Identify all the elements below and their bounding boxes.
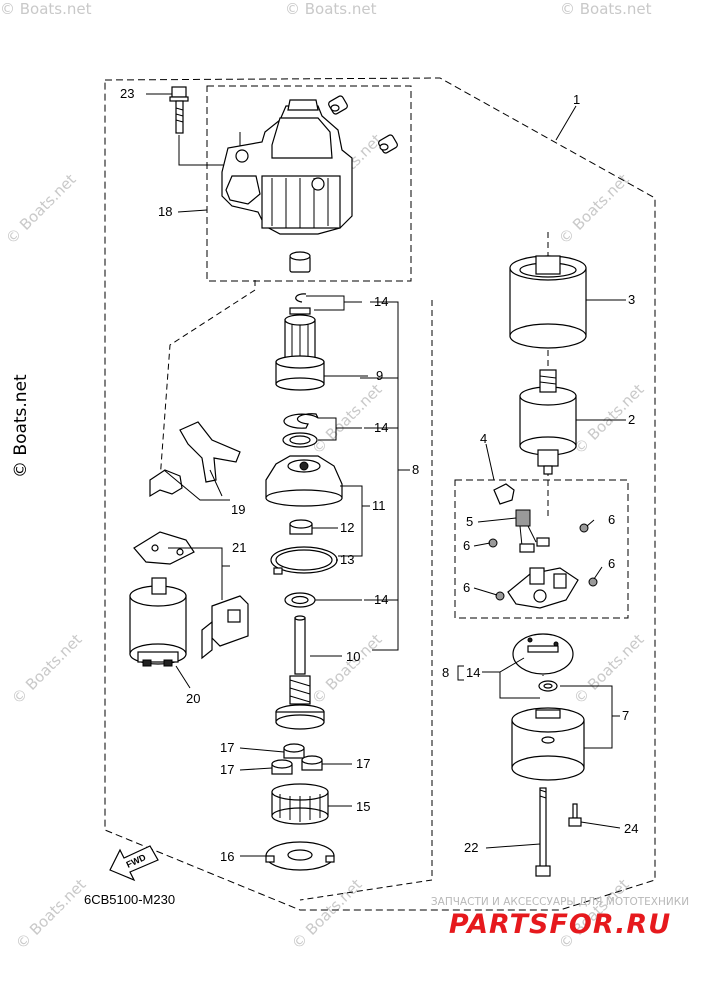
small-bolt-part <box>568 803 582 827</box>
callout-23: 23 <box>120 86 134 101</box>
callout-14: 14 <box>374 294 388 309</box>
brush-holder-subassembly-outline <box>454 479 629 619</box>
planet-gear-parts <box>271 743 323 775</box>
watermark: © Boats.net <box>288 875 366 953</box>
yoke-part <box>509 255 587 349</box>
washer-part <box>284 592 316 608</box>
diagram-code: 6CB5100-M230 <box>84 892 175 907</box>
internal-gear-part <box>271 783 329 825</box>
callout-15: 15 <box>356 799 370 814</box>
callout-20: 20 <box>186 691 200 706</box>
callout-19: 19 <box>231 502 245 517</box>
watermark: © Boats.net <box>0 0 92 18</box>
thrust-washer-part-b <box>538 680 558 692</box>
callout-9: 9 <box>376 368 383 383</box>
callout-14: 14 <box>466 665 480 680</box>
callout-18: 18 <box>158 204 172 219</box>
callout-6: 6 <box>608 512 615 527</box>
callout-24: 24 <box>624 821 638 836</box>
pinion-gear-part <box>275 307 325 391</box>
callout-11: 11 <box>372 498 386 513</box>
screw-parts <box>488 523 598 601</box>
callout-14: 14 <box>374 592 388 607</box>
callout-6: 6 <box>608 556 615 571</box>
assembly-outline <box>104 77 656 911</box>
gasket-part <box>133 531 195 565</box>
callout-6: 6 <box>463 538 470 553</box>
brush-holder-part <box>493 483 579 609</box>
leader-lines <box>146 93 626 857</box>
bearing-part <box>289 519 313 535</box>
watermark: © Boats.net <box>570 630 648 708</box>
watermark: © Boats.net <box>570 380 648 458</box>
callout-17: 17 <box>220 762 234 777</box>
fwd-arrow-icon: FWD <box>109 845 159 882</box>
callout-7: 7 <box>622 708 629 723</box>
callout-17: 17 <box>220 740 234 755</box>
callout-14: 14 <box>374 420 388 435</box>
callout-16: 16 <box>220 849 234 864</box>
brush-plate-part <box>512 633 574 675</box>
end-cover-bracket-part <box>221 99 353 235</box>
thrust-washer-part <box>282 432 318 448</box>
brand-name: PARTSFOR.RU <box>448 909 672 940</box>
shift-lever-part <box>149 421 241 498</box>
watermark: © Boats.net <box>308 630 386 708</box>
watermark: © Boats.net <box>285 0 377 18</box>
shaft-part <box>275 615 325 730</box>
callout-2: 2 <box>628 412 635 427</box>
callout-13: 13 <box>340 552 354 567</box>
snap-ring-part <box>283 413 319 429</box>
callout-8: 8 <box>412 462 419 477</box>
callout-3: 3 <box>628 292 635 307</box>
watermark: © Boats.net <box>560 0 652 18</box>
armature-part <box>519 369 577 475</box>
plate-part <box>265 841 335 871</box>
watermark: © Boats.net <box>8 630 86 708</box>
callout-8: 8 <box>442 665 449 680</box>
callout-22: 22 <box>464 840 478 855</box>
callout-4: 4 <box>480 431 487 446</box>
watermark: © Boats.net <box>555 170 633 248</box>
o-ring-part <box>270 546 338 575</box>
grommet-parts <box>328 95 398 154</box>
brand-tagline: ЗАПЧАСТИ И АКСЕССУАРЫ ДЛЯ МОТОТЕХНИКИ <box>430 896 690 908</box>
callout-12: 12 <box>340 520 354 535</box>
bushing-part <box>289 251 311 273</box>
callout-labels: 1 2 3 4 5 6 6 6 6 7 8 8 9 10 11 12 13 14… <box>120 86 638 864</box>
end-cover-subassembly-outline <box>206 85 412 282</box>
callout-6: 6 <box>463 580 470 595</box>
callout-21: 21 <box>232 540 246 555</box>
callout-5: 5 <box>466 514 473 529</box>
long-bolt-part <box>535 787 551 877</box>
solenoid-switch-part <box>129 577 187 667</box>
connector-part <box>201 595 249 660</box>
circlip-part <box>295 293 307 303</box>
callout-1: 1 <box>573 92 580 107</box>
callout-10: 10 <box>346 649 360 664</box>
brand-logo: ЗАПЧАСТИ И АКСЕССУАРЫ ДЛЯ МОТОТЕХНИКИ PA… <box>410 896 710 956</box>
gear-housing-part <box>265 455 343 507</box>
rear-cover-part <box>511 707 585 781</box>
side-watermark: © Boats.net <box>11 374 31 478</box>
callout-17: 17 <box>356 756 370 771</box>
watermark: © Boats.net <box>12 875 90 953</box>
watermark: © Boats.net <box>2 170 80 248</box>
